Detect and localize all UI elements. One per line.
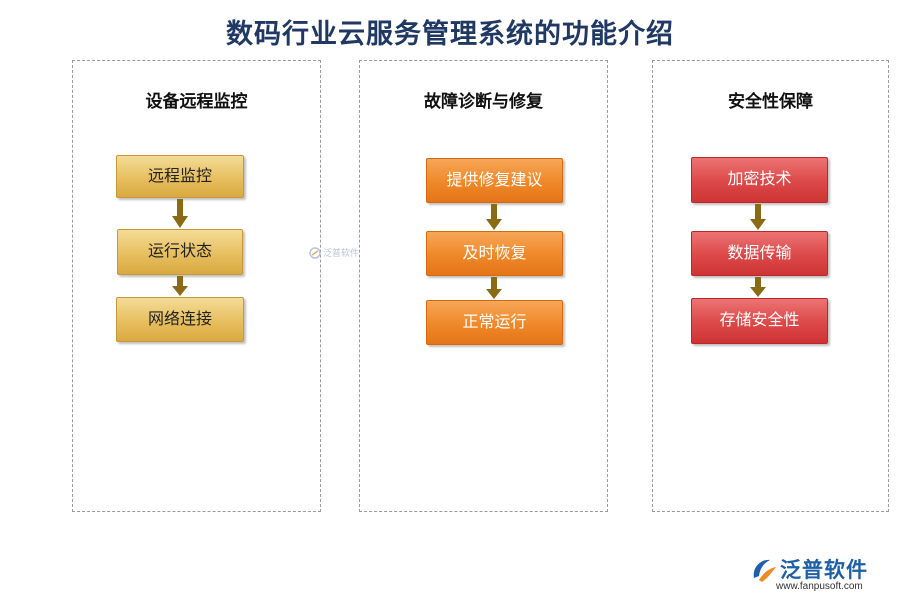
step-box: 提供修复建议 <box>426 158 563 203</box>
brand-logo-icon <box>753 559 776 582</box>
step-box: 及时恢复 <box>426 231 563 276</box>
brand-logo: 泛普软件 www.fanpusoft.com <box>750 554 890 594</box>
step-box: 远程监控 <box>116 155 244 198</box>
step-box: 存储安全性 <box>691 298 828 344</box>
panel-fault-diagnosis: 故障诊断与修复 <box>359 60 608 512</box>
diagram-title: 数码行业云服务管理系统的功能介绍 <box>226 19 674 50</box>
panel-title: 故障诊断与修复 <box>424 92 543 112</box>
panel-title: 设备远程监控 <box>145 92 248 112</box>
brand-url: www.fanpusoft.com <box>776 581 863 592</box>
flow-arrow <box>486 277 502 299</box>
step-box: 正常运行 <box>426 300 563 345</box>
step-box: 数据传输 <box>691 231 828 276</box>
step-box: 网络连接 <box>116 297 244 342</box>
flow-arrow <box>172 276 188 296</box>
flow-arrow <box>486 204 502 230</box>
watermark-logo-icon <box>309 246 321 259</box>
watermark: 泛普软件 <box>309 246 359 259</box>
panel-security: 安全性保障 <box>652 60 889 512</box>
flow-arrow <box>750 277 766 297</box>
panel-remote-monitoring: 设备远程监控 <box>72 60 321 512</box>
step-box: 加密技术 <box>691 157 828 203</box>
flow-arrow <box>172 199 188 228</box>
brand-name: 泛普软件 <box>780 558 868 582</box>
panel-title: 安全性保障 <box>728 92 813 112</box>
step-box: 运行状态 <box>117 229 243 275</box>
flow-arrow <box>750 204 766 230</box>
